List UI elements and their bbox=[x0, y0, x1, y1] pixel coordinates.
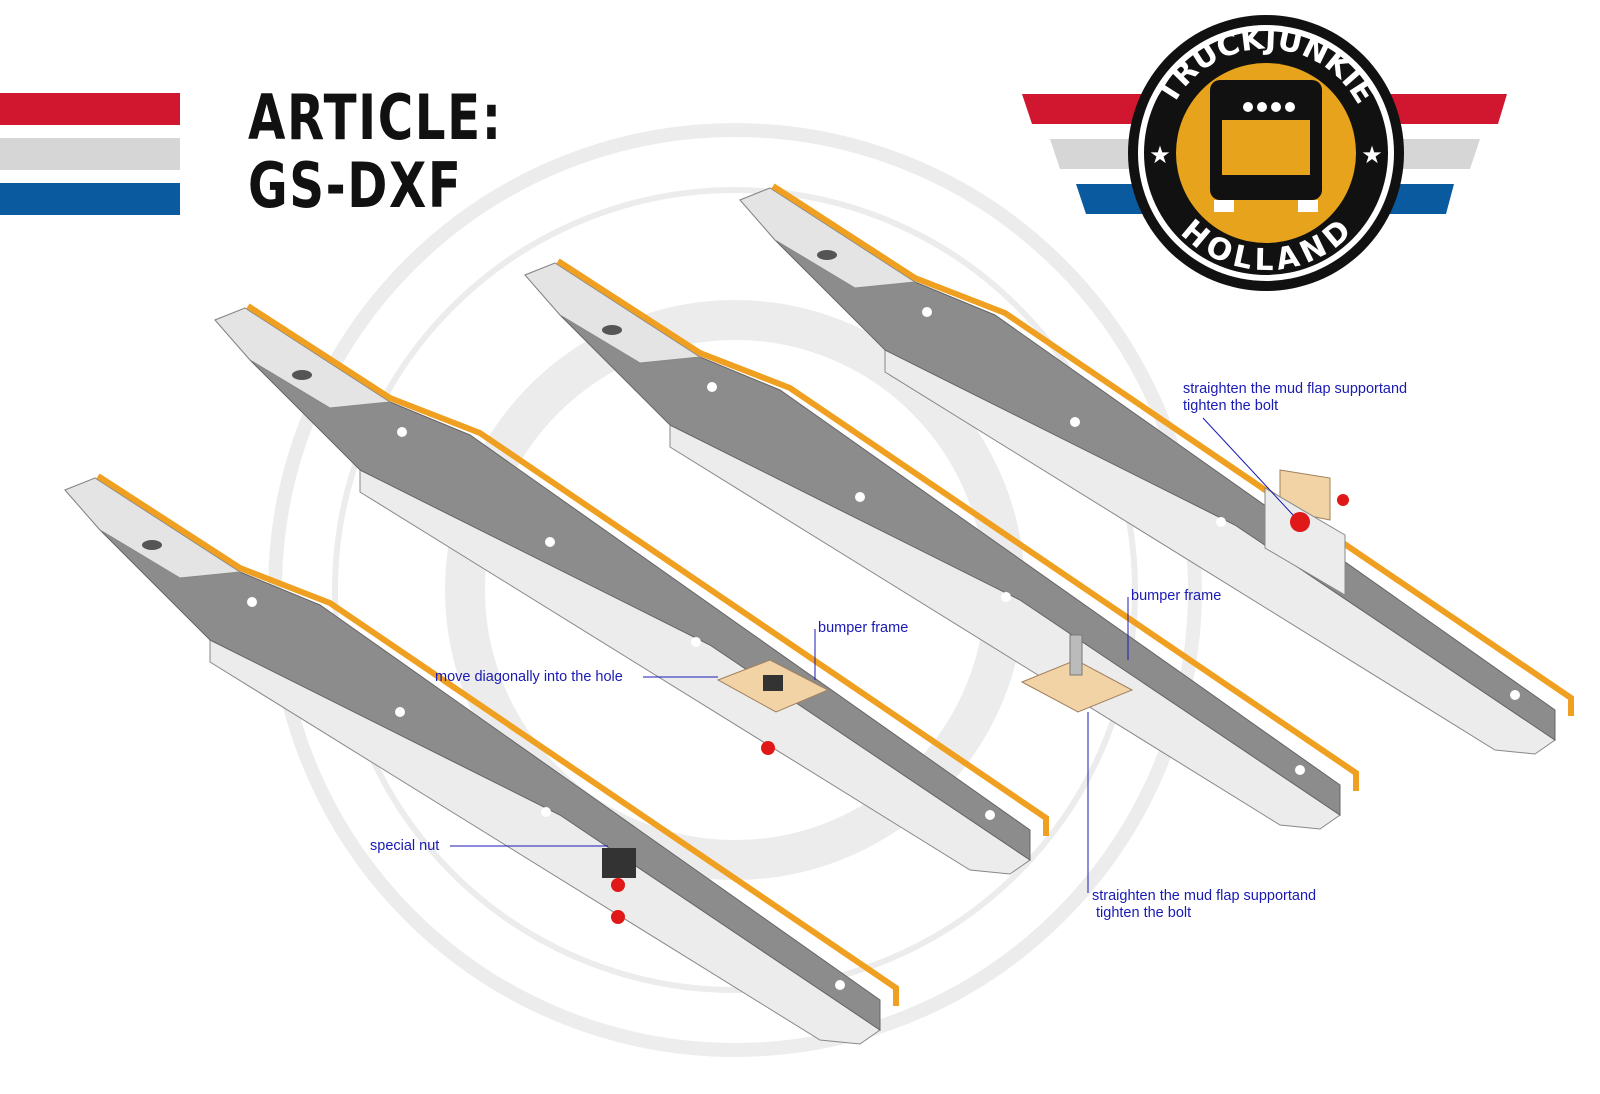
flag-stripe-blue bbox=[0, 183, 180, 215]
mounting-plate-right bbox=[1020, 634, 1134, 713]
truck-icon bbox=[1210, 80, 1322, 212]
flag-stripe-red bbox=[0, 93, 180, 125]
annotation-bumper-frame-right: bumper frame bbox=[1131, 588, 1222, 604]
article-label: ARTICLE: bbox=[248, 81, 503, 154]
leader-lines bbox=[450, 417, 1294, 893]
mounting-plate-left bbox=[716, 659, 830, 755]
annotation-special-nut: special nut bbox=[370, 838, 440, 854]
annotation-mud-flap-bottom: straighten the mud flap supportand tight… bbox=[1092, 888, 1317, 921]
article-code: GS-DXF bbox=[248, 149, 463, 222]
flag-stripe-grey bbox=[0, 138, 180, 170]
truckjunkie-logo: TRUCKJUNKIE HOLLAND ★ ★ bbox=[1128, 15, 1404, 291]
annotation-move-diagonally: move diagonally into the hole bbox=[435, 669, 623, 685]
star-icon: ★ bbox=[1361, 142, 1383, 169]
annotation-bumper-frame-left: bumper frame bbox=[818, 620, 909, 636]
special-nut bbox=[602, 848, 636, 924]
mud-flap-support bbox=[1264, 469, 1349, 596]
star-icon: ★ bbox=[1149, 142, 1171, 169]
